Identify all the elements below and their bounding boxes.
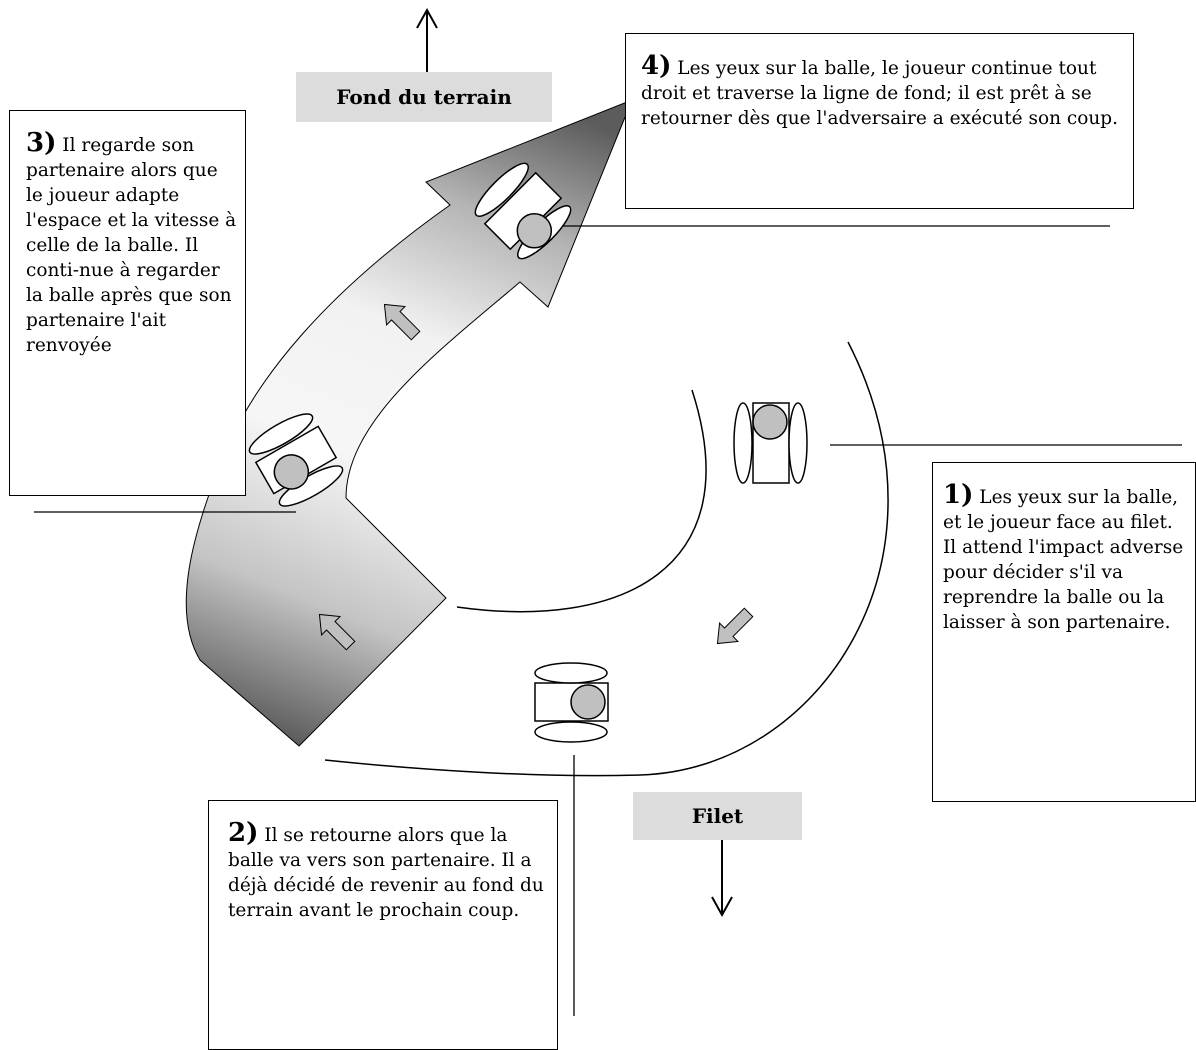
step-3-text: Il regarde son partenaire alors que le j… (26, 135, 237, 356)
step-2-number: 2) (228, 818, 259, 848)
movement-curve-inner (456, 389, 707, 613)
wheelchair-player-2 (534, 662, 609, 743)
step-2-text: Il se retourne alors que la balle va ver… (228, 825, 544, 921)
label-back-court: Fond du terrain (296, 72, 552, 122)
step-3-callout: 3) Il regarde son partenaire alors que l… (9, 110, 246, 496)
step-4-callout: 4) Les yeux sur la balle, le joueur cont… (625, 33, 1134, 209)
down-arrow-icon (711, 840, 733, 918)
step-1-text: Les yeux sur la balle, et le joueur face… (943, 487, 1184, 633)
direction-arrow-icon (383, 303, 421, 341)
step-1-number: 1) (943, 480, 974, 510)
wheelchair-player-3 (248, 413, 344, 507)
direction-arrow-icon (318, 613, 356, 651)
wheelchair-player-1 (733, 402, 808, 484)
label-net: Filet (633, 792, 802, 840)
wheelchair-player-4 (474, 162, 572, 260)
step-4-text: Les yeux sur la balle, le joueur continu… (641, 58, 1119, 129)
step-1-callout: 1) Les yeux sur la balle, et le joueur f… (932, 462, 1196, 802)
step-3-number: 3) (26, 128, 57, 158)
movement-curve-outer (324, 341, 889, 777)
direction-arrow-icon (716, 607, 754, 645)
step-4-number: 4) (641, 51, 672, 81)
movement-path-arrow (185, 99, 633, 747)
up-arrow-icon (416, 7, 438, 82)
step-2-callout: 2) Il se retourne alors que la balle va … (208, 800, 558, 1050)
